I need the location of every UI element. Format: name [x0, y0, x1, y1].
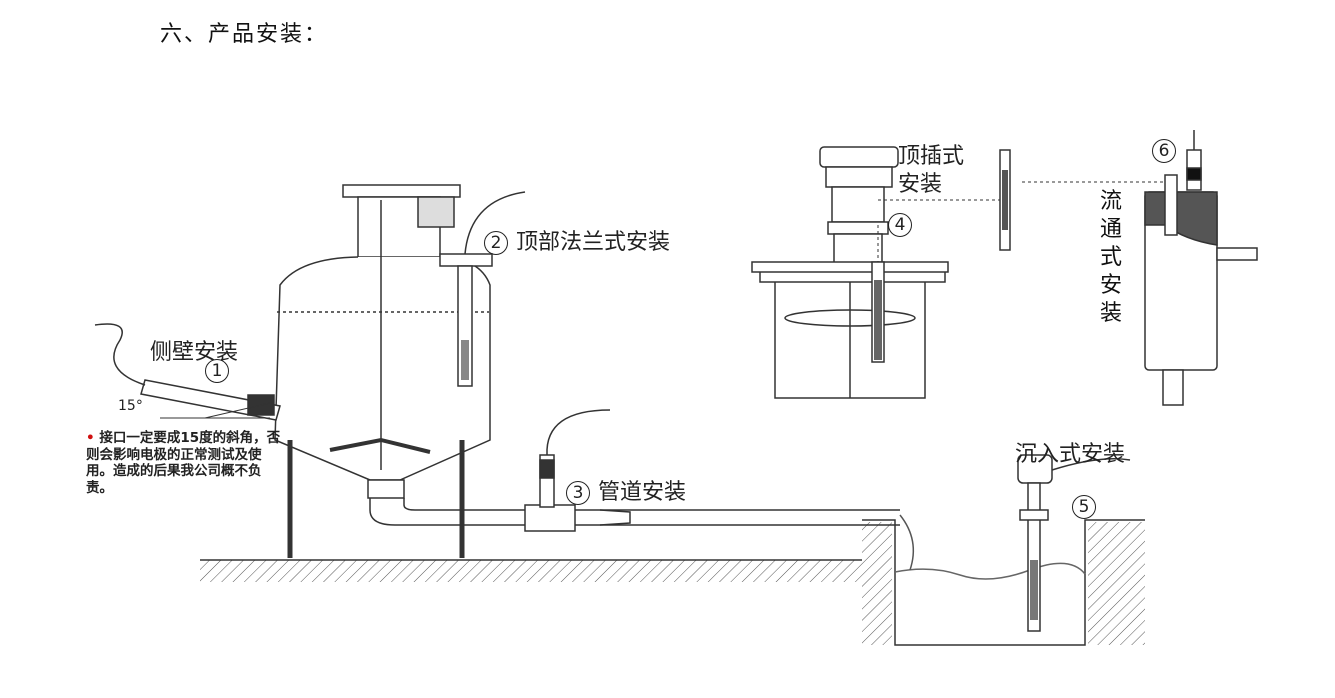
flow-through-cell: [1144, 130, 1258, 406]
installation-note: • 接口一定要成15度的斜角，否则会影响电极的正常测试及使用。造成的后果我公司概…: [86, 430, 281, 496]
side-wall-number: 1: [205, 358, 237, 383]
top-insert-reactor: [751, 146, 1165, 399]
ground-hatch: [200, 560, 862, 582]
section-heading: 六、产品安装：: [160, 22, 329, 47]
angle-label: 15°: [118, 398, 143, 414]
flow-through-number: 6: [1152, 138, 1184, 163]
top-insert-number: 4: [888, 212, 920, 237]
submersion-label: 沉入式安装: [1015, 442, 1126, 467]
submersible-probe: [1017, 454, 1131, 632]
basin: [862, 519, 1145, 646]
submersion-number: 5: [1072, 494, 1104, 519]
flow-through-label: 流通式安装: [1100, 189, 1123, 326]
pipeline: [369, 498, 900, 526]
top-insert-label: 顶插式安装: [898, 144, 965, 197]
main-tank: [94, 184, 915, 571]
